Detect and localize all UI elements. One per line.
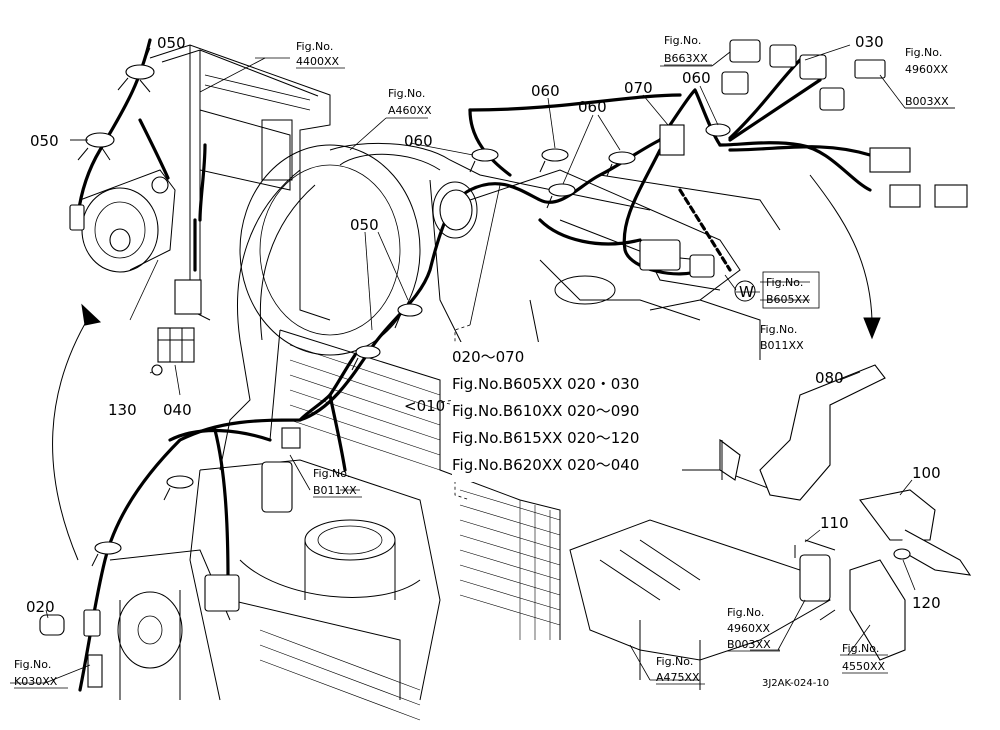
solenoid <box>639 239 681 271</box>
label-050-left: 050 <box>30 132 59 150</box>
fig-4400-number: 4400XX <box>296 55 340 68</box>
fig-b003-lower-number: B003XX <box>727 638 771 651</box>
fig-b011-right-title: Fig.No. <box>760 323 797 336</box>
connector-k030 <box>87 654 103 688</box>
label-060-b: 060 <box>531 82 560 100</box>
label-060-a: 060 <box>404 132 433 150</box>
legend-row-1: 020～070 <box>452 348 524 366</box>
switch-4960-lower <box>799 554 831 602</box>
legend-row-5: Fig.No.B620XX 020～040 <box>452 456 639 474</box>
drawing-code: 3J2AK-024-10 <box>762 678 829 689</box>
fig-b605-box <box>762 271 820 309</box>
bracket-parts <box>719 364 972 661</box>
legend-row-2: Fig.No.B605XX 020・030 <box>452 375 639 393</box>
clamps <box>77 64 731 567</box>
bushing-120 <box>893 548 911 560</box>
legend-backdrop <box>452 342 682 482</box>
fig-b605-number: B605XX <box>766 293 810 306</box>
arrows <box>52 174 881 561</box>
fig-a475-title: Fig.No. <box>656 655 693 668</box>
relay <box>174 279 202 315</box>
connector-right-b <box>889 184 921 208</box>
fig-a460-number: A460XX <box>388 104 432 117</box>
label-040: 040 <box>163 401 192 419</box>
connector-top-c <box>819 87 845 111</box>
fig-4960-upper-title: Fig.No. <box>905 46 942 59</box>
horn-upper <box>79 169 176 273</box>
label-060-d: 060 <box>682 69 711 87</box>
connector-070 <box>659 124 685 156</box>
fig-4960-lower-number: 4960XX <box>727 622 771 635</box>
connector-030 <box>799 54 827 80</box>
label-020: 020 <box>26 598 55 616</box>
part-labels: 050 050 050 060 060 060 060 070 030 080 … <box>26 33 941 616</box>
fig-b011-center-number: B011XX <box>313 484 357 497</box>
horn-connector-upper <box>69 204 85 231</box>
fig-underlines <box>14 64 955 689</box>
label-050-top: 050 <box>157 34 186 52</box>
fig-b605-title: Fig.No. <box>766 276 803 289</box>
fig-4960-upper-number: 4960XX <box>905 63 949 76</box>
label-100: 100 <box>912 464 941 482</box>
label-080: 080 <box>815 369 844 387</box>
connector-right-c <box>934 184 968 208</box>
connector-b011 <box>261 461 293 513</box>
clamp-050-center-b <box>351 345 381 371</box>
label-120: 120 <box>912 594 941 612</box>
label-010: <010 <box>404 397 445 415</box>
leader-lines <box>10 44 955 684</box>
clamp-060-d <box>606 151 636 177</box>
fig-4550-number: 4550XX <box>842 660 886 673</box>
fig-4960-lower-title: Fig.No. <box>727 606 764 619</box>
screw-130 <box>151 364 163 376</box>
legend-row-3: Fig.No.B610XX 020～090 <box>452 402 639 420</box>
cap-020 <box>39 614 65 636</box>
fig-k030-number: K030XX <box>14 675 58 688</box>
fig-a475-number: A475XX <box>656 671 700 684</box>
legend: 020～070 Fig.No.B605XX 020・030 Fig.No.B61… <box>452 348 639 474</box>
fig-k030-title: Fig.No. <box>14 658 51 671</box>
legend-row-4: Fig.No.B615XX 020～120 <box>452 429 639 447</box>
clamp-050-lower-a <box>163 475 194 501</box>
clamp-060-e <box>705 123 731 137</box>
fig-b663-number: B663XX <box>664 52 708 65</box>
label-050-center: 050 <box>350 216 379 234</box>
connector-lower <box>204 574 240 612</box>
fig-4550-title: Fig.No. <box>842 642 879 655</box>
clamp-050-top <box>117 64 155 93</box>
connector-solenoid <box>689 254 715 278</box>
fig-a460-title: Fig.No. <box>388 87 425 100</box>
w-mark: W <box>739 283 754 301</box>
label-110: 110 <box>820 514 849 532</box>
label-030: 030 <box>855 33 884 51</box>
sensor-b011 <box>281 427 301 449</box>
connector-right-a <box>869 147 911 173</box>
legend-bracket <box>439 324 471 501</box>
clamp-050-lower-b <box>91 541 122 567</box>
fig-b011-center-title: Fig.No. <box>313 467 350 480</box>
fig-4400-title: Fig.No. <box>296 40 333 53</box>
clamp-050-center-a <box>394 303 423 329</box>
relay-holder-040 <box>157 327 195 363</box>
clamp-060-b <box>539 148 569 173</box>
connector-top-d <box>721 71 749 95</box>
label-130: 130 <box>108 401 137 419</box>
fig-b011-right-number: B011XX <box>760 339 804 352</box>
switch-4960-upper <box>854 59 886 79</box>
label-060-c: 060 <box>578 98 607 116</box>
connectors <box>39 39 968 688</box>
connector-top-b <box>769 44 797 68</box>
clamp-060-c <box>546 183 576 209</box>
fig-b003-upper-number: B003XX <box>905 95 949 108</box>
fig-b663-title: Fig.No. <box>664 34 701 47</box>
connector-top-a <box>729 39 761 63</box>
label-070: 070 <box>624 79 653 97</box>
w-mark-circle <box>734 280 756 302</box>
grommet <box>439 189 473 231</box>
figure-references: Fig.No. 4400XX Fig.No. A460XX Fig.No. B6… <box>14 34 949 688</box>
horn-connector-lower <box>83 609 101 637</box>
